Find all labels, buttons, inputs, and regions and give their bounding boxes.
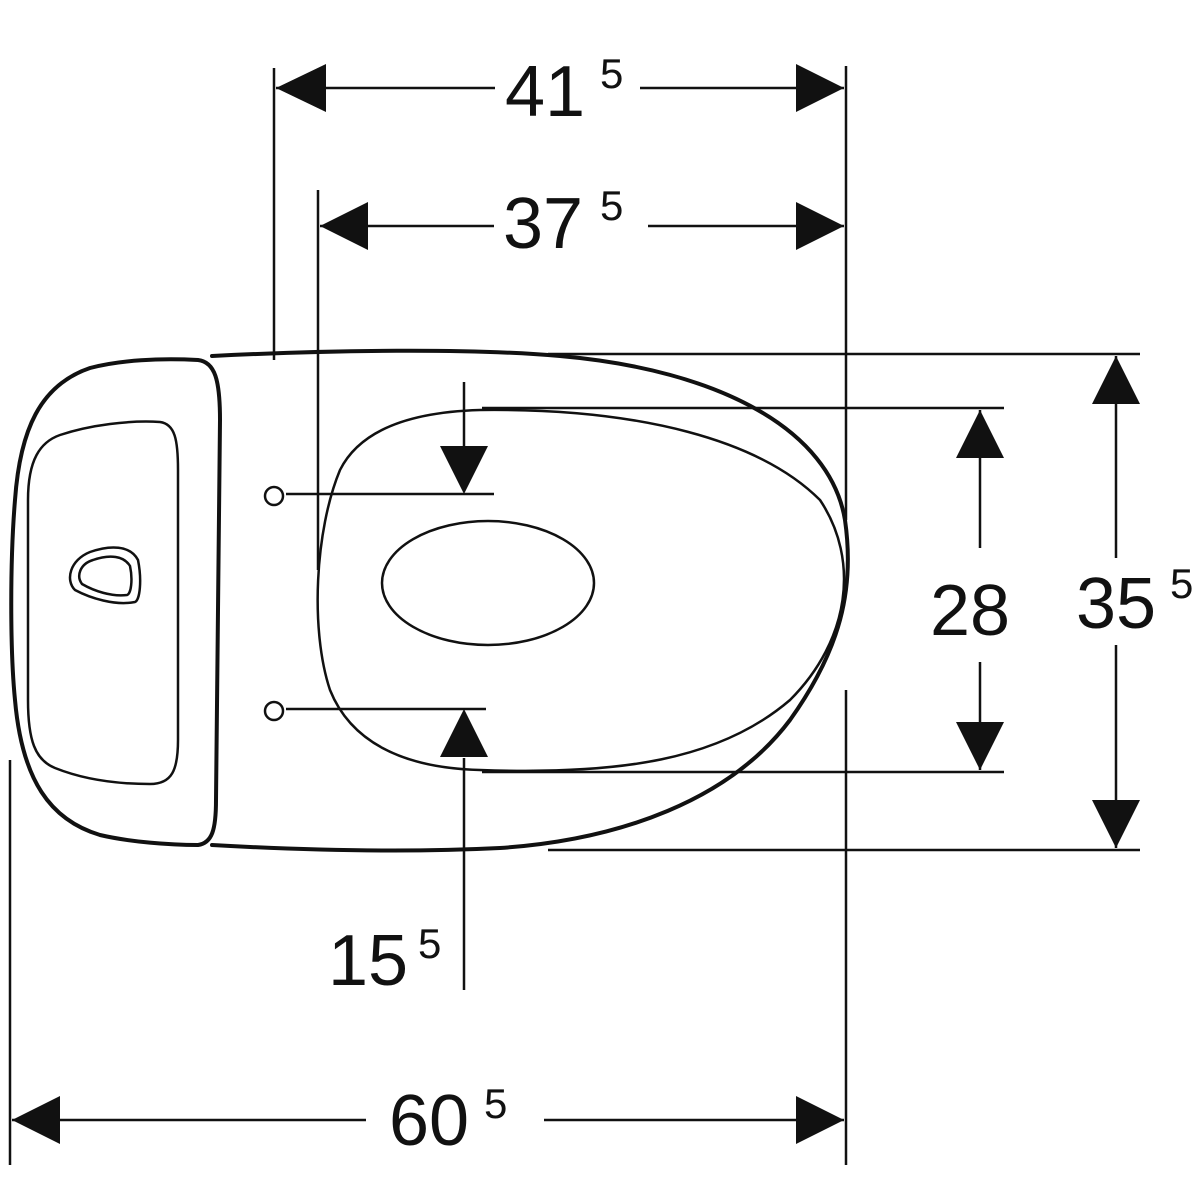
dimension-label: 35 xyxy=(1076,564,1156,644)
arrow-right xyxy=(796,64,844,112)
dimension-seat-width: 28 xyxy=(930,410,1010,770)
bowl-outline xyxy=(210,348,850,853)
dimension-label: 37 xyxy=(503,184,583,264)
dimension-fixing-distance: 15 5 xyxy=(328,382,488,1001)
cistern-lid xyxy=(26,420,180,786)
flush-button-outer xyxy=(68,546,142,605)
arrow-left xyxy=(276,64,326,112)
dimension-label-superscript: 5 xyxy=(418,920,441,967)
arrow-up xyxy=(440,709,488,757)
toilet-body xyxy=(9,348,850,853)
dimension-top-inner: 37 5 xyxy=(320,182,844,264)
dimension-label-superscript: 5 xyxy=(484,1080,507,1127)
dimension-label-superscript: 5 xyxy=(600,182,623,229)
flush-button-inner xyxy=(78,555,133,597)
dimension-label-superscript: 5 xyxy=(1170,560,1193,607)
arrow-right xyxy=(796,1096,844,1144)
fixing-hole-top xyxy=(263,485,285,507)
arrow-up xyxy=(956,410,1004,458)
seat-ring xyxy=(316,408,846,773)
dimension-label: 28 xyxy=(930,571,1010,651)
dimension-label-superscript: 5 xyxy=(600,50,623,97)
arrow-down xyxy=(956,722,1004,770)
dimension-label: 60 xyxy=(389,1081,469,1161)
arrow-right xyxy=(796,202,844,250)
fixing-hole-bottom xyxy=(263,700,285,722)
cistern-outline xyxy=(9,357,222,847)
dimension-overall-length: 60 5 xyxy=(12,1080,844,1161)
extension-lines xyxy=(8,66,1140,1165)
dimension-label: 15 xyxy=(328,921,408,1001)
bowl-opening xyxy=(380,519,596,647)
arrow-up xyxy=(1092,356,1140,404)
arrow-left xyxy=(320,202,368,250)
arrow-down xyxy=(440,446,488,494)
arrow-left xyxy=(12,1096,60,1144)
dimension-label: 41 xyxy=(505,52,585,132)
dimension-overall-width: 35 5 xyxy=(1076,356,1193,848)
dimension-top-outer: 41 5 xyxy=(276,50,844,132)
arrow-down xyxy=(1092,800,1140,848)
